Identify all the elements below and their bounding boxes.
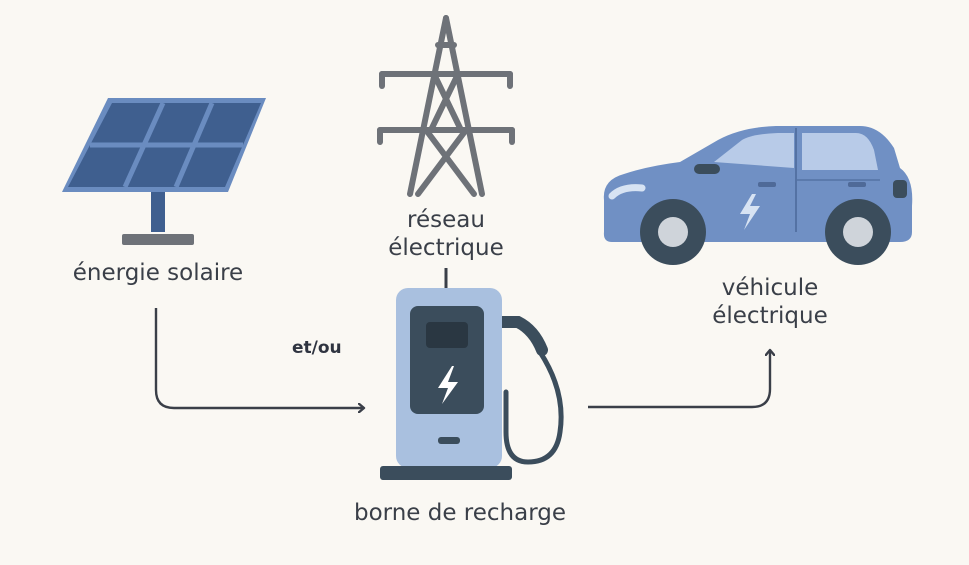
vehicle-label-line2: électrique	[712, 303, 828, 329]
grid-label-line1: réseau	[407, 207, 485, 233]
power-pylon-icon	[377, 15, 515, 197]
grid-label: réseau électrique	[356, 206, 536, 262]
charger-label: borne de recharge	[353, 500, 567, 526]
arrow-charger-to-vehicle	[588, 350, 770, 409]
solar-panel-icon	[62, 98, 266, 245]
grid-label-line2: électrique	[388, 235, 504, 261]
solar-label: énergie solaire	[72, 260, 244, 286]
electric-car-icon	[603, 126, 913, 265]
connector-label: et/ou	[292, 338, 342, 358]
vehicle-label: véhicule électrique	[680, 274, 860, 330]
vehicle-label-line1: véhicule	[721, 275, 819, 301]
arrow-solar-to-charger	[154, 308, 364, 408]
charging-station-icon	[380, 268, 564, 480]
